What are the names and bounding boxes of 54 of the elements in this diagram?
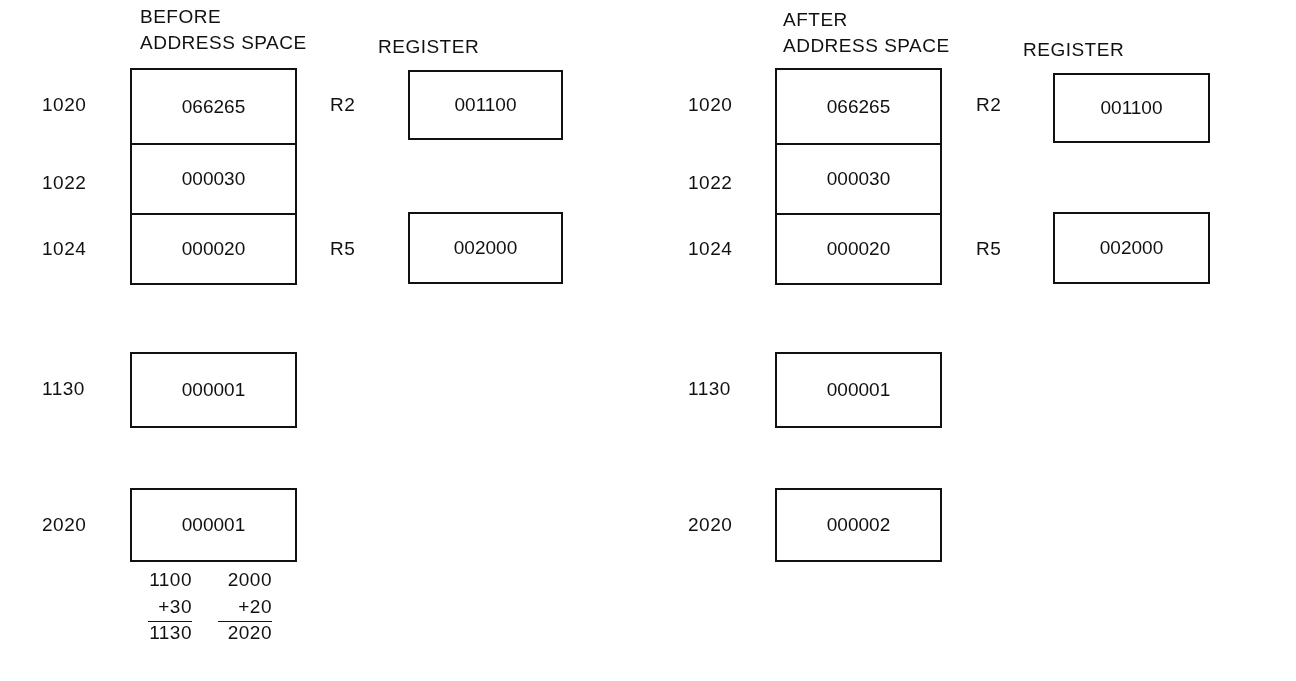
register-box — [408, 70, 563, 140]
memory-cell — [775, 488, 942, 562]
address-label: 2020 — [42, 514, 87, 536]
memory-cell — [775, 143, 942, 215]
memory-cell — [130, 213, 297, 285]
address-label: 2020 — [688, 514, 733, 536]
memory-cell — [130, 68, 297, 145]
address-label: 1130 — [688, 378, 731, 400]
cell-value: 000001 — [181, 379, 246, 401]
address-label: 1024 — [42, 238, 87, 260]
cell-value: 000001 — [826, 379, 891, 401]
cell-value: 001100 — [454, 94, 517, 116]
register-box — [1053, 212, 1210, 284]
cell-value: 000020 — [181, 238, 246, 260]
section-heading: AFTER — [783, 9, 848, 31]
section-heading: BEFORE — [140, 6, 222, 28]
cell-value: 000001 — [181, 514, 246, 536]
sum-operand: 1100 — [149, 569, 192, 591]
memory-cell — [775, 352, 942, 428]
memory-cell — [130, 143, 297, 215]
register-name: R2 — [330, 94, 356, 116]
cell-value: 000030 — [826, 168, 891, 190]
address-label: 1024 — [688, 238, 733, 260]
cell-value: 066265 — [181, 95, 246, 118]
column-heading: ADDRESS SPACE — [783, 35, 950, 57]
column-heading: REGISTER — [1023, 39, 1125, 61]
cell-value: 000030 — [181, 168, 246, 190]
cell-value: 000020 — [826, 238, 891, 260]
address-label: 1130 — [42, 378, 85, 400]
register-name: R5 — [976, 238, 1002, 260]
register-box — [408, 212, 563, 284]
sum-result: 1130 — [149, 622, 192, 644]
address-label: 1022 — [42, 172, 87, 194]
address-label: 1020 — [688, 94, 733, 116]
memory-cell — [130, 352, 297, 428]
address-label: 1022 — [688, 172, 733, 194]
address-label: 1020 — [42, 94, 87, 116]
register-name: R5 — [330, 238, 356, 260]
sum-operand: +20 — [238, 596, 272, 618]
sum-operand: 2000 — [227, 569, 272, 591]
cell-value: 002000 — [453, 237, 518, 259]
cell-value: 066265 — [826, 95, 891, 118]
register-name: R2 — [976, 94, 1002, 116]
cell-value: 002000 — [1099, 237, 1164, 259]
cell-value: 001100 — [1100, 97, 1163, 119]
column-heading: ADDRESS SPACE — [140, 32, 307, 54]
column-heading: REGISTER — [378, 36, 480, 58]
memory-cell — [775, 213, 942, 285]
sum-result: 2020 — [227, 622, 272, 644]
cell-value: 000002 — [826, 514, 891, 536]
memory-cell — [775, 68, 942, 145]
sum-operand: +30 — [158, 596, 192, 618]
register-box — [1053, 73, 1210, 143]
memory-cell — [130, 488, 297, 562]
